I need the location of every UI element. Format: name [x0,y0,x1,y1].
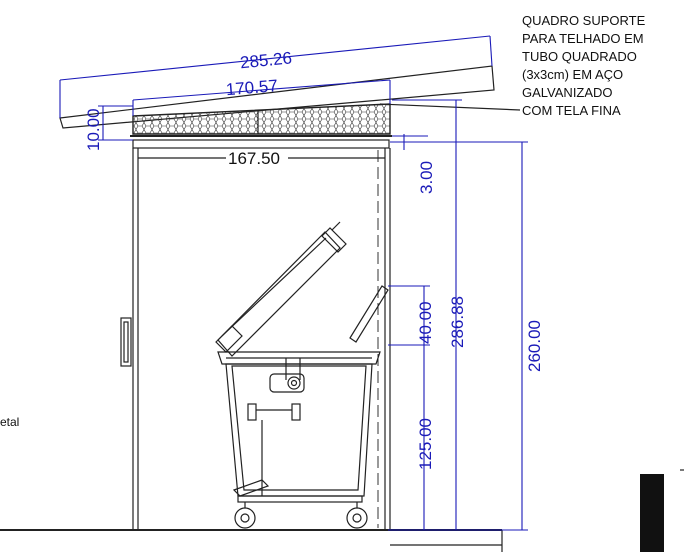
adjacent-section-block [640,474,664,552]
note-line-4: (3x3cm) EM AÇO [522,67,623,82]
dimension-mesh-length: 170.57 [132,76,391,116]
dimension-bin-height: 125.00 [388,345,435,531]
dimension-frame-width: 167.50 [138,149,385,168]
support-frame-note: QUADRO SUPORTE PARA TELHADO EM TUBO QUAD… [522,13,646,118]
dim-label-depth: 10.00 [84,108,103,151]
dim-label-lid: 40.00 [416,301,435,344]
dim-label-total: 286.88 [448,296,467,348]
note-line-3: TUBO QUADRADO [522,49,637,64]
dimension-total-height: 286.88 [392,99,467,531]
dimension-wall-height: 260.00 [390,141,544,531]
enclosure [120,139,391,530]
waste-bin [215,221,389,529]
dim-label-bin: 125.00 [416,418,435,470]
dim-label-wall: 260.00 [525,320,544,372]
ground [0,529,503,552]
note-line-6: COM TELA FINA [522,103,621,118]
dimension-lid-height: 40.00 [388,285,435,346]
dimension-roof-length: 285.26 [59,35,493,118]
dim-label-gap: 3.00 [417,161,436,194]
dim-label-mesh: 170.57 [225,76,278,99]
dimension-frame-depth: 10.00 [84,105,133,151]
dim-label-width: 167.50 [228,149,280,168]
roof-support-frame [130,103,392,137]
note-line-1: QUADRO SUPORTE [522,13,646,28]
dim-label-roof: 285.26 [239,48,293,72]
note-line-2: PARA TELHADO EM [522,31,644,46]
cut-off-label: etal [0,415,19,429]
dimension-gap: 3.00 [392,134,436,194]
note-line-5: GALVANIZADO [522,85,613,100]
